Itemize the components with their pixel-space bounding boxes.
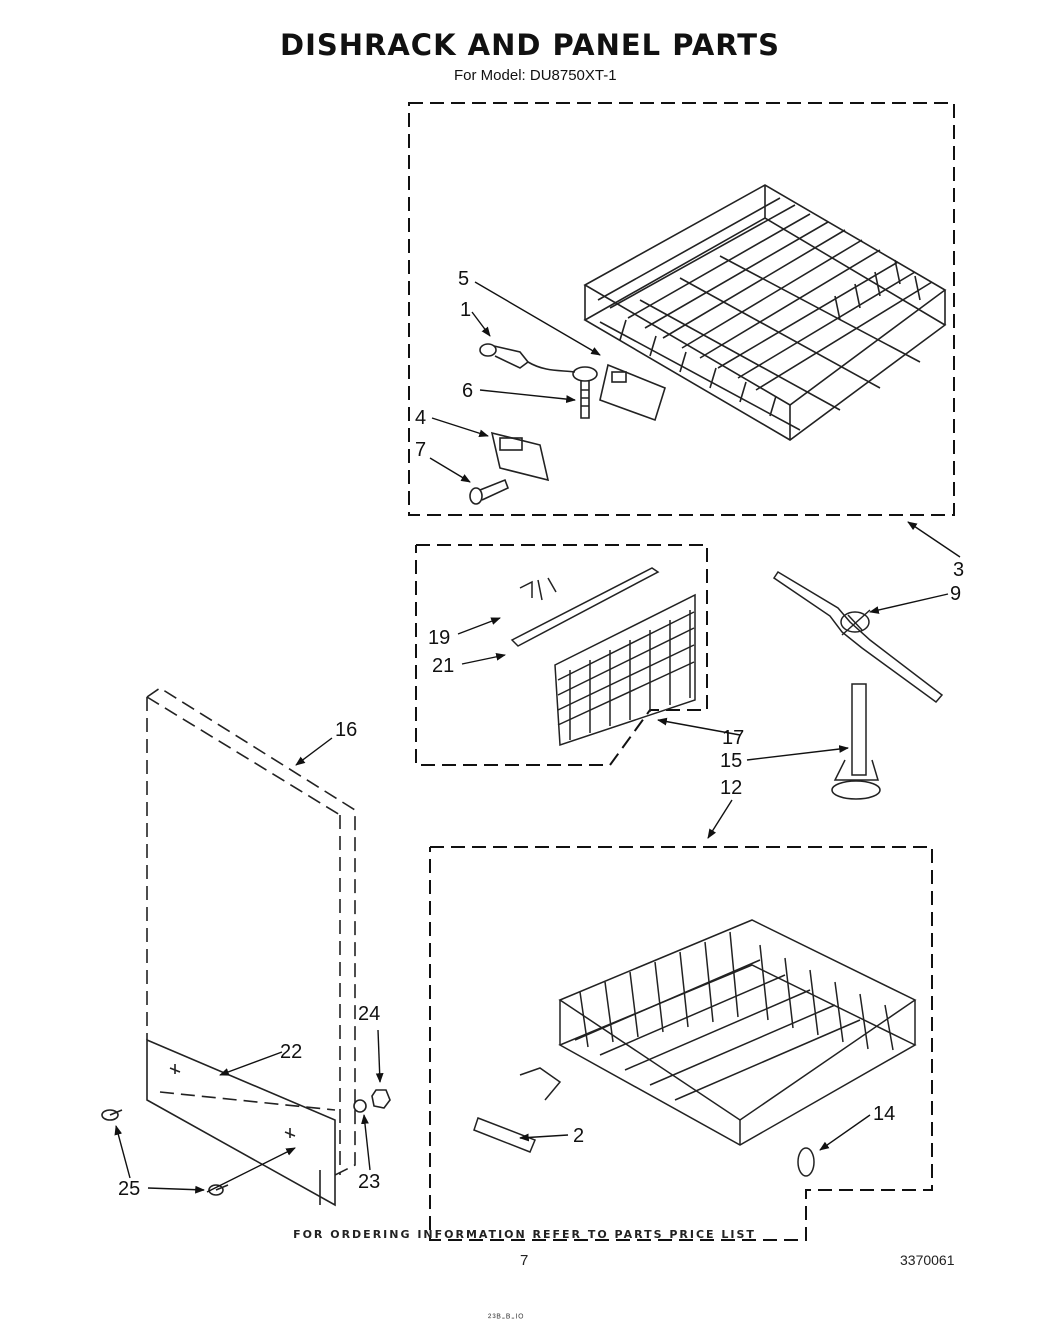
silverware-basket-illustration [510,567,696,747]
part-label-21: 21 [432,655,454,677]
lower-rack-box [429,846,933,1241]
spray-arm-illustration [772,570,944,800]
part-label-4: 4 [415,407,426,429]
part-label-12: 12 [720,777,742,799]
page-number: 7 [520,1252,529,1269]
upper-dishrack-illustration [583,184,947,441]
part-label-9: 9 [950,583,961,605]
part-label-5: 5 [458,268,469,290]
part-label-3: 3 [953,559,964,581]
part-label-25: 25 [118,1178,140,1200]
part-label-15: 15 [720,750,742,772]
bottom-mark: ²³ᴮ-ᴮ-ᴵᴼ [488,1313,525,1324]
part-label-17: 17 [722,727,744,749]
part-label-14: 14 [873,1103,895,1125]
toe-panel-illustration [101,1038,391,1207]
part-label-2: 2 [573,1125,584,1147]
ordering-note: FOR ORDERING INFORMATION REFER TO PARTS … [293,1228,756,1241]
part-label-7: 7 [415,439,426,461]
upper-rack-box [408,102,955,516]
document-number: 3370061 [900,1252,955,1268]
part-label-24: 24 [358,1003,380,1025]
basket-box [415,544,708,766]
rack-adjuster-illustration [469,343,666,505]
part-label-1: 1 [460,299,471,321]
model-subtitle: For Model: DU8750XT-1 [454,67,617,84]
part-label-6: 6 [462,380,473,402]
part-label-23: 23 [358,1171,380,1193]
lower-dishrack-illustration [473,919,917,1177]
page-title: DISHRACK AND PANEL PARTS [280,28,780,62]
part-label-22: 22 [280,1041,302,1063]
part-label-19: 19 [428,627,450,649]
door-panel-illustration [146,687,356,1176]
part-label-16: 16 [335,719,357,741]
